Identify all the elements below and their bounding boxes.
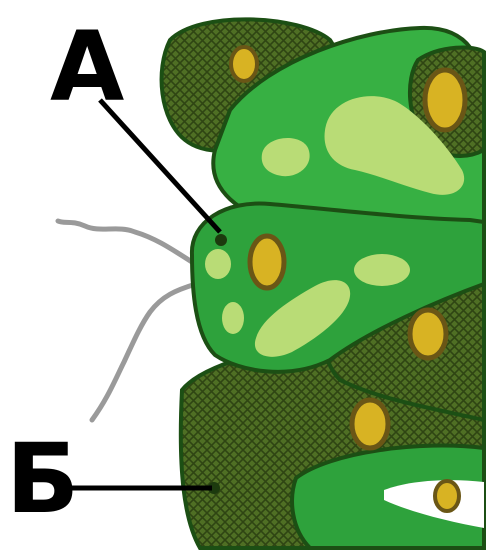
chloroplast-small-front <box>205 249 231 279</box>
nucleus-bottom <box>435 481 459 511</box>
label-a: А <box>50 11 124 123</box>
nucleus-motile-cell <box>250 236 284 288</box>
nucleus-top-left <box>231 47 257 81</box>
chloroplast-small-right <box>354 254 410 286</box>
chloroplast-small-lower <box>222 302 244 334</box>
nucleus-middle-right <box>410 310 446 358</box>
nucleus-top-right <box>425 70 465 130</box>
flagellum-upper <box>58 221 192 262</box>
label-b: Б <box>6 423 79 535</box>
nucleus-lower <box>352 400 388 448</box>
eyespot <box>215 234 227 246</box>
flagella <box>58 221 196 420</box>
